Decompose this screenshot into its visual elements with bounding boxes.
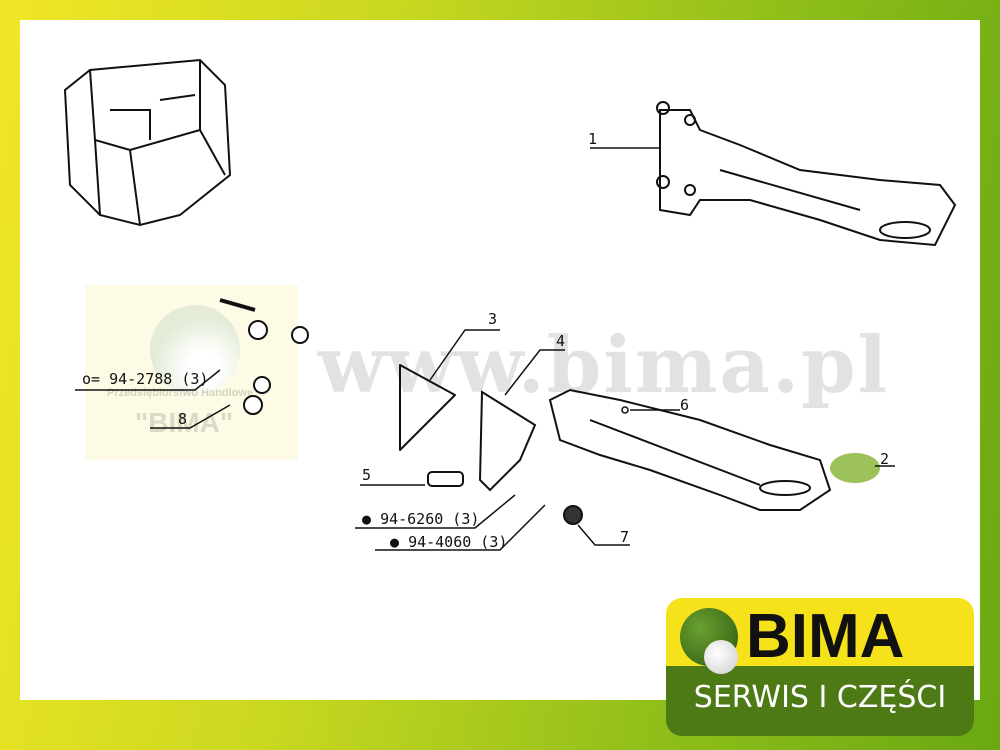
callout-2: 2 bbox=[880, 450, 890, 468]
bolt-5 bbox=[427, 471, 464, 487]
plate-3 bbox=[399, 364, 456, 451]
watermark-inset: Przedsiębiorstwo Handlowe "BIMA" bbox=[85, 285, 298, 460]
part-number-94-2788: o= 94-2788 (3) bbox=[82, 370, 209, 388]
mount-hardware bbox=[219, 298, 309, 415]
callout-5: 5 bbox=[362, 466, 372, 484]
nut-7 bbox=[563, 505, 583, 525]
watermark-ball bbox=[150, 305, 240, 395]
callout-7: 7 bbox=[620, 528, 630, 546]
cab-illustration bbox=[63, 58, 232, 227]
logo-name: BIMA bbox=[746, 602, 905, 671]
part-number-94-6260: ● 94-6260 (3) bbox=[362, 510, 480, 528]
highlight-part-2 bbox=[830, 453, 880, 483]
part-number-text: 94-4060 (3) bbox=[408, 533, 508, 551]
arm-part-2 bbox=[548, 388, 832, 511]
part-number-94-4060: ● 94-4060 (3) bbox=[390, 533, 508, 551]
arm-part-1 bbox=[590, 101, 957, 247]
callout-3: 3 bbox=[488, 310, 498, 328]
callout-8: 8 bbox=[178, 410, 188, 428]
logo-tagline: SERWIS I CZĘŚCI bbox=[693, 680, 947, 715]
bracket-4 bbox=[478, 390, 537, 492]
part-number-text: 94-2788 (3) bbox=[109, 370, 209, 388]
callout-1: 1 bbox=[588, 130, 598, 148]
callout-6: 6 bbox=[680, 396, 690, 414]
bima-logo: BIMA SERWIS I CZĘŚCI bbox=[666, 598, 974, 736]
part-number-text: 94-6260 (3) bbox=[380, 510, 480, 528]
callout-4: 4 bbox=[556, 332, 566, 350]
